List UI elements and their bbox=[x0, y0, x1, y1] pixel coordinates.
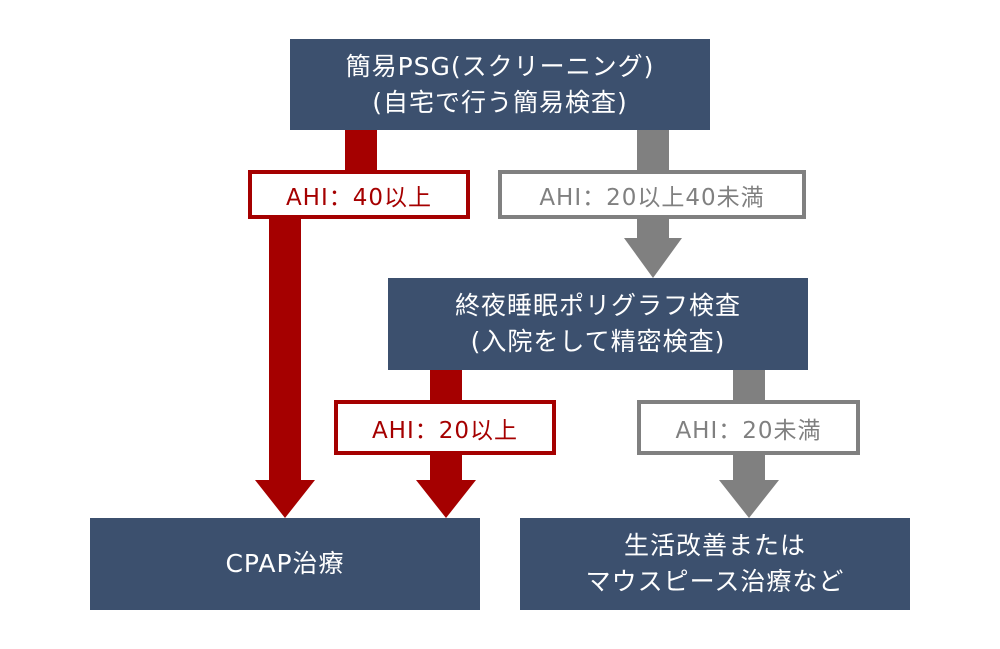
screening-psg-arrowhead bbox=[624, 238, 682, 278]
cpap-node-line1: CPAP治療 bbox=[225, 549, 345, 578]
screening-cpap-stem bbox=[345, 130, 377, 172]
psg-cpap-label-text: AHI：20以上 bbox=[371, 417, 519, 444]
screening-cpap-shaft bbox=[269, 218, 301, 483]
psg-node: 終夜睡眠ポリグラフ検査 (入院をして精密検査) bbox=[388, 278, 808, 370]
screening-node: 簡易PSG(スクリーニング) (自宅で行う簡易検査) bbox=[290, 39, 710, 130]
psg-lifestyle-label: AHI：20未満 bbox=[637, 400, 860, 455]
lifestyle-node-line1: 生活改善または bbox=[623, 531, 806, 560]
psg-lifestyle-stem bbox=[733, 370, 765, 402]
psg-cpap-shaft bbox=[430, 455, 462, 483]
screening-cpap-arrowhead bbox=[255, 480, 315, 518]
psg-node-line1: 終夜睡眠ポリグラフ検査 bbox=[454, 291, 741, 320]
screening-cpap-label-text: AHI：40以上 bbox=[285, 184, 433, 211]
screening-node-line1: 簡易PSG(スクリーニング) bbox=[345, 51, 655, 81]
screening-cpap-label: AHI：40以上 bbox=[248, 170, 470, 219]
screening-node-line2: (自宅で行う簡易検査) bbox=[372, 87, 628, 117]
screening-psg-shaft bbox=[637, 218, 669, 240]
psg-node-line2: (入院をして精密検査) bbox=[470, 327, 726, 356]
psg-cpap-arrowhead bbox=[416, 480, 476, 518]
lifestyle-node: 生活改善または マウスピース治療など bbox=[520, 518, 910, 610]
psg-cpap-stem bbox=[430, 370, 462, 402]
psg-lifestyle-shaft bbox=[733, 455, 765, 483]
screening-psg-label: AHI：20以上40未満 bbox=[498, 170, 806, 219]
psg-lifestyle-label-text: AHI：20未満 bbox=[675, 417, 822, 444]
screening-psg-label-text: AHI：20以上40未満 bbox=[539, 184, 765, 211]
cpap-node: CPAP治療 bbox=[90, 518, 480, 610]
psg-cpap-label: AHI：20以上 bbox=[334, 400, 556, 455]
screening-psg-stem bbox=[637, 130, 669, 172]
psg-lifestyle-arrowhead bbox=[719, 480, 779, 518]
lifestyle-node-line2: マウスピース治療など bbox=[585, 567, 845, 596]
